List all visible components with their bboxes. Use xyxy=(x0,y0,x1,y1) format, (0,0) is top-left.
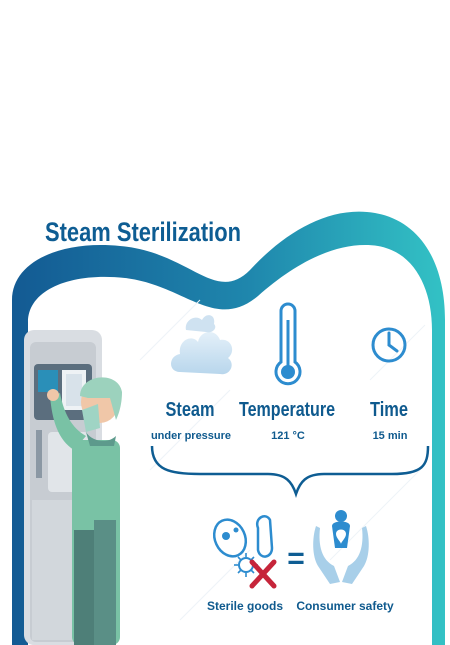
page-title: Steam Sterilization xyxy=(45,217,241,247)
protected-person-icon xyxy=(313,510,369,584)
consumer-safety-label: Consumer safety xyxy=(296,599,394,613)
factor-time-sublabel: 15 min xyxy=(373,430,408,442)
grouping-brace xyxy=(150,445,430,498)
content-panel xyxy=(28,245,432,645)
sterile-goods-label: Sterile goods xyxy=(207,599,283,613)
factor-time-label: Time xyxy=(370,399,408,421)
factor-temperature-sublabel: 121 °C xyxy=(271,430,305,442)
factor-steam-sublabel: under pressure xyxy=(151,430,231,442)
nurse-figure xyxy=(47,377,122,645)
factor-steam-label: Steam xyxy=(166,399,215,421)
equals-sign: = xyxy=(287,542,305,575)
thermometer-icon xyxy=(274,302,302,386)
clock-icon xyxy=(371,327,407,363)
factor-temperature-label: Temperature xyxy=(239,399,335,421)
germ-crossed-icon xyxy=(212,515,277,589)
steam-cloud-icon xyxy=(171,315,233,375)
